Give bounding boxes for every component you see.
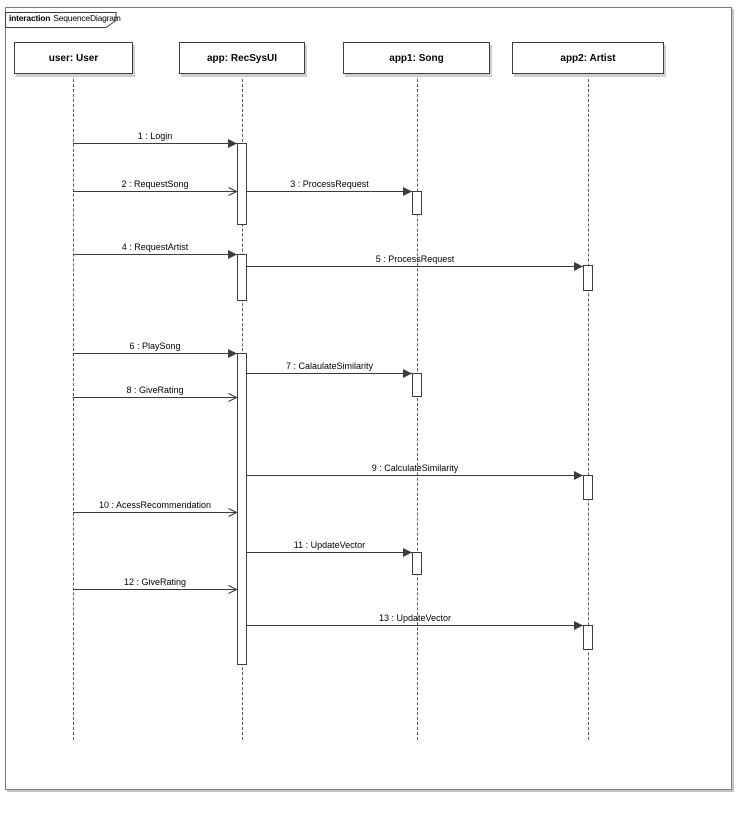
lifeline-user bbox=[73, 74, 74, 740]
message-label: 11 : UpdateVector bbox=[293, 540, 366, 550]
message-line bbox=[247, 191, 412, 192]
message-label: 13 : UpdateVector bbox=[378, 613, 452, 623]
message-5[interactable]: 5 : ProcessRequest bbox=[247, 253, 583, 272]
lifeline-head-app[interactable]: app: RecSysUI bbox=[179, 42, 305, 74]
message-1[interactable]: 1 : Login bbox=[73, 130, 237, 149]
message-12[interactable]: 12 : GiveRating bbox=[73, 576, 237, 595]
activation-app-2[interactable] bbox=[237, 353, 247, 665]
activation-app-0[interactable] bbox=[237, 143, 247, 225]
message-label: 6 : PlaySong bbox=[129, 341, 181, 351]
filled-arrowhead-icon bbox=[403, 548, 412, 557]
filled-arrowhead-icon bbox=[228, 250, 237, 259]
lifeline-app2 bbox=[588, 74, 589, 740]
message-7[interactable]: 7 : CalaulateSimilarity bbox=[247, 360, 412, 379]
message-label: 12 : GiveRating bbox=[123, 577, 187, 587]
open-arrowhead-icon bbox=[228, 508, 237, 517]
message-line bbox=[73, 353, 237, 354]
activation-app2-7[interactable] bbox=[583, 475, 593, 500]
message-11[interactable]: 11 : UpdateVector bbox=[247, 539, 412, 558]
lifeline-app1 bbox=[417, 74, 418, 740]
message-label: 8 : GiveRating bbox=[126, 385, 184, 395]
message-line bbox=[247, 625, 583, 626]
lifeline-head-app1[interactable]: app1: Song bbox=[343, 42, 490, 74]
message-label: 5 : ProcessRequest bbox=[375, 254, 455, 264]
message-line bbox=[73, 254, 237, 255]
message-8[interactable]: 8 : GiveRating bbox=[73, 384, 237, 403]
activation-app1-5[interactable] bbox=[412, 552, 422, 575]
sequence-diagram-frame bbox=[5, 7, 732, 790]
message-line bbox=[73, 589, 237, 590]
open-arrowhead-icon bbox=[228, 187, 237, 196]
lifeline-head-user[interactable]: user: User bbox=[14, 42, 133, 74]
open-arrowhead-icon bbox=[228, 393, 237, 402]
message-2[interactable]: 2 : RequestSong bbox=[73, 178, 237, 197]
frame-name: SequenceDiagram bbox=[53, 13, 121, 23]
message-line bbox=[247, 266, 583, 267]
lifeline-head-app2[interactable]: app2: Artist bbox=[512, 42, 664, 74]
message-line bbox=[73, 143, 237, 144]
message-10[interactable]: 10 : AcessRecommendation bbox=[73, 499, 237, 518]
lifeline-name: app: RecSysUI bbox=[206, 52, 278, 64]
message-line bbox=[73, 191, 237, 192]
lifeline-name: app1: Song bbox=[389, 52, 444, 64]
lifeline-name: app2: Artist bbox=[560, 52, 616, 64]
message-label: 2 : RequestSong bbox=[121, 179, 189, 189]
message-line bbox=[247, 373, 412, 374]
frame-keyword: interaction bbox=[9, 13, 51, 23]
filled-arrowhead-icon bbox=[574, 471, 583, 480]
message-label: 1 : Login bbox=[137, 131, 173, 141]
message-line bbox=[73, 512, 237, 513]
filled-arrowhead-icon bbox=[403, 369, 412, 378]
activation-app2-8[interactable] bbox=[583, 625, 593, 650]
filled-arrowhead-icon bbox=[574, 262, 583, 271]
message-4[interactable]: 4 : RequestArtist bbox=[73, 241, 237, 260]
lifeline-name: user: User bbox=[48, 52, 99, 64]
message-label: 4 : RequestArtist bbox=[121, 242, 189, 252]
filled-arrowhead-icon bbox=[228, 139, 237, 148]
activation-app-1[interactable] bbox=[237, 254, 247, 301]
message-6[interactable]: 6 : PlaySong bbox=[73, 340, 237, 359]
message-9[interactable]: 9 : CalculateSimilarity bbox=[247, 462, 583, 481]
filled-arrowhead-icon bbox=[228, 349, 237, 358]
message-13[interactable]: 13 : UpdateVector bbox=[247, 612, 583, 631]
open-arrowhead-icon bbox=[228, 585, 237, 594]
filled-arrowhead-icon bbox=[574, 621, 583, 630]
frame-label-pentagon-icon bbox=[5, 12, 117, 28]
filled-arrowhead-icon bbox=[403, 187, 412, 196]
message-label: 7 : CalaulateSimilarity bbox=[285, 361, 374, 371]
activation-app1-3[interactable] bbox=[412, 191, 422, 215]
message-3[interactable]: 3 : ProcessRequest bbox=[247, 178, 412, 197]
message-label: 9 : CalculateSimilarity bbox=[371, 463, 459, 473]
activation-app1-4[interactable] bbox=[412, 373, 422, 397]
message-line bbox=[73, 397, 237, 398]
activation-app2-6[interactable] bbox=[583, 265, 593, 291]
message-label: 3 : ProcessRequest bbox=[290, 179, 369, 189]
message-line bbox=[247, 475, 583, 476]
message-line bbox=[247, 552, 412, 553]
message-label: 10 : AcessRecommendation bbox=[98, 500, 212, 510]
